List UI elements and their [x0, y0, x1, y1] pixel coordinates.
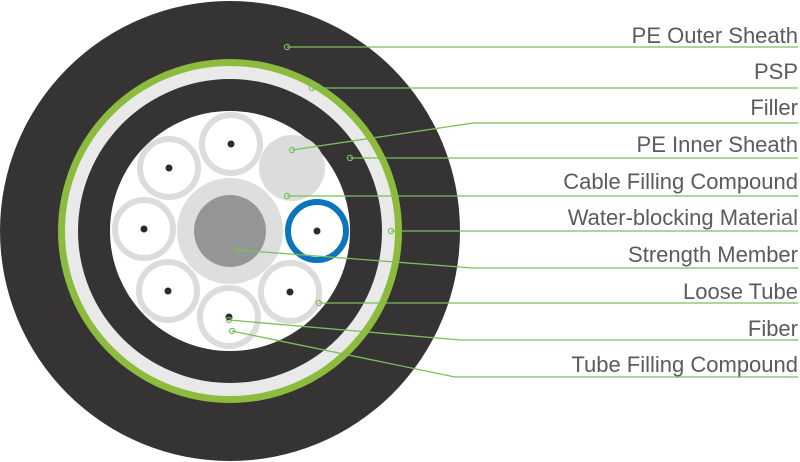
leader-fiber [228, 319, 798, 341]
fiber-dot [227, 140, 235, 148]
label-fiber: Fiber [747, 316, 798, 341]
fiber-dot [164, 287, 172, 295]
leader-anchor-dot [228, 327, 236, 335]
leader-anchor-dot [283, 43, 291, 51]
label-tube-filling-compound: Tube Filling Compound [571, 352, 798, 377]
leader-anchor-dot [308, 84, 316, 92]
label-filler: Filler [750, 95, 798, 120]
fiber-dot [286, 288, 294, 296]
label-psp: PSP [753, 59, 798, 84]
label-pe-outer-sheath: PE Outer Sheath [631, 23, 798, 48]
leader-anchor-dot [387, 227, 395, 235]
leader-anchor-dot [225, 316, 233, 324]
fiber-dot [140, 225, 148, 233]
fiber-dot [313, 227, 321, 235]
leader-anchor-dot [283, 192, 291, 200]
filler-rod [259, 135, 325, 201]
label-cable-filling-compound: Cable Filling Compound [563, 169, 798, 194]
leader-anchor-dot [346, 154, 354, 162]
leader-anchor-dot [234, 246, 242, 254]
label-strength-member: Strength Member [628, 242, 798, 267]
label-water-blocking-material: Water-blocking Material [567, 205, 798, 230]
leader-filler [291, 122, 798, 151]
label-loose-tube: Loose Tube [683, 279, 798, 304]
fiber-dot [165, 164, 173, 172]
label-pe-inner-sheath: PE Inner Sheath [636, 132, 798, 157]
strength-member [194, 195, 266, 267]
leader-anchor-dot [315, 299, 323, 307]
leader-strength-member [237, 249, 798, 269]
leader-tube-filling-compound [231, 330, 798, 378]
leader-anchor-dot [288, 146, 296, 154]
